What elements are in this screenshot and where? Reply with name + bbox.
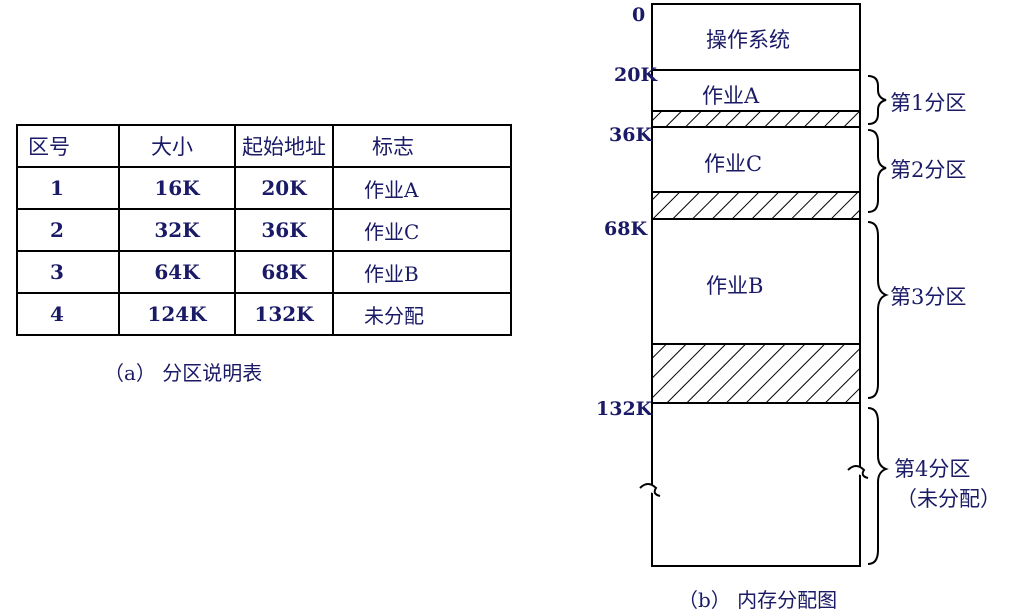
cell-flag: 作业A	[332, 166, 512, 210]
address-label: 68K	[604, 218, 647, 240]
fragment-hatch-p3	[651, 343, 861, 404]
cell-flag: 未分配	[332, 292, 512, 336]
cell-partition-no: 2	[16, 208, 120, 252]
table-row: 2 32K 36K 作业C	[16, 208, 512, 252]
header-size: 大小	[118, 124, 236, 168]
address-label: 132K	[596, 398, 653, 420]
partition-label-4-note: （未分配）	[896, 487, 1001, 511]
header-partition-no: 区号	[16, 124, 120, 168]
diagram-caption: （b） 内存分配图	[678, 588, 838, 612]
partition-label-3: 第3分区	[890, 285, 967, 309]
block-job-a-label: 作业A	[702, 84, 760, 108]
table-row: 4 124K 132K 未分配	[16, 292, 512, 336]
header-start-address: 起始地址	[234, 124, 334, 168]
cell-size: 32K	[118, 208, 236, 252]
partition-label-1: 第1分区	[890, 91, 967, 115]
brace-p4	[867, 407, 889, 565]
cell-flag: 作业B	[332, 250, 512, 294]
cell-start-address: 36K	[234, 208, 334, 252]
header-flag: 标志	[332, 124, 512, 168]
cell-flag: 作业C	[332, 208, 512, 252]
table-row: 3 64K 68K 作业B	[16, 250, 512, 294]
brace-p1	[867, 75, 887, 125]
fragment-hatch-p2	[651, 191, 861, 220]
partition-label-4: 第4分区	[894, 457, 971, 481]
block-job-c-label: 作业C	[704, 152, 763, 176]
block-os-label: 操作系统	[706, 28, 790, 52]
partition-table: 区号 大小 起始地址 标志 1 16K 20K 作业A 2 32K 36K 作业…	[16, 124, 512, 336]
address-label: 36K	[609, 124, 652, 146]
address-label: 0	[632, 4, 646, 26]
address-label: 20K	[614, 64, 657, 86]
fragment-hatch-p1	[651, 110, 861, 128]
break-mark-right	[847, 465, 869, 479]
cell-start-address: 68K	[234, 250, 334, 294]
brace-p2	[867, 129, 887, 213]
partition-table-container: 区号 大小 起始地址 标志 1 16K 20K 作业A 2 32K 36K 作业…	[16, 124, 512, 336]
cell-size: 124K	[118, 292, 236, 336]
memory-column-outline	[651, 3, 861, 567]
partition-label-2: 第2分区	[890, 158, 967, 182]
cell-partition-no: 3	[16, 250, 120, 294]
cell-size: 64K	[118, 250, 236, 294]
cell-partition-no: 1	[16, 166, 120, 210]
cell-start-address: 20K	[234, 166, 334, 210]
block-job-b-label: 作业B	[706, 274, 764, 298]
table-header-row: 区号 大小 起始地址 标志	[16, 124, 512, 168]
break-mark-left	[639, 483, 661, 497]
cell-size: 16K	[118, 166, 236, 210]
cell-partition-no: 4	[16, 292, 120, 336]
cell-start-address: 132K	[234, 292, 334, 336]
brace-p3	[867, 221, 889, 399]
table-row: 1 16K 20K 作业A	[16, 166, 512, 210]
table-caption: （a） 分区说明表	[104, 361, 263, 385]
